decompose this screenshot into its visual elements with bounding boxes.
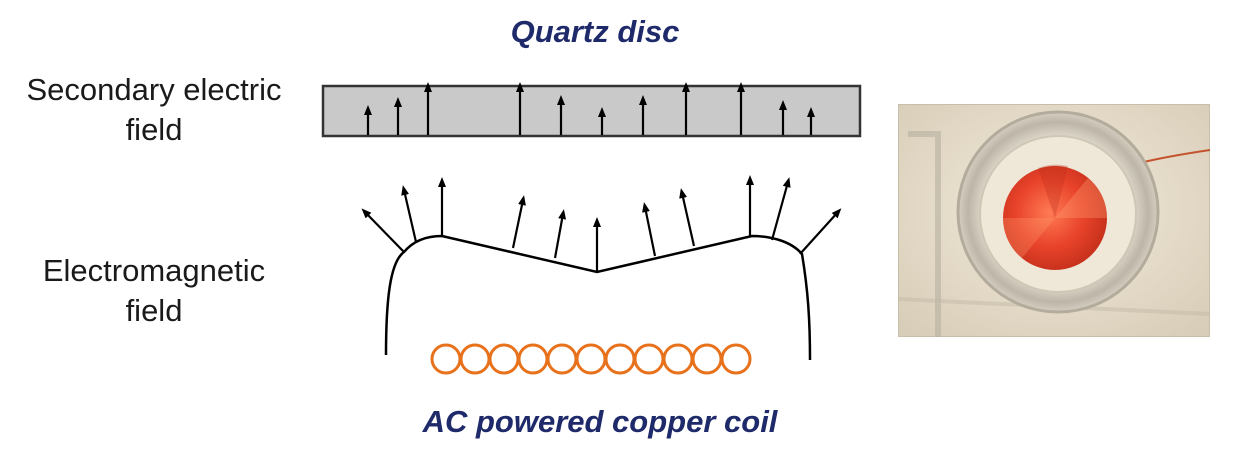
- electromagnetic-field-label: Electromagnetic field: [6, 251, 302, 331]
- em-field-line1: Electromagnetic: [42, 253, 266, 288]
- coil-loop-icon: [662, 343, 694, 375]
- coil-loop-icon: [633, 343, 665, 375]
- secondary-field-line2: field: [125, 112, 183, 147]
- coil-loop-icon: [604, 343, 636, 375]
- up-arrow-icon: [511, 195, 526, 249]
- copper-coil: [430, 343, 752, 375]
- coil-loop-icon: [430, 343, 462, 375]
- secondary-electric-field-label: Secondary electric field: [6, 70, 302, 150]
- secondary-field-line1: Secondary electric: [26, 72, 282, 107]
- coil-loop-icon: [720, 343, 752, 375]
- coil-loop-icon: [546, 343, 578, 375]
- em-field-arrows: [361, 175, 842, 272]
- up-arrow-icon: [361, 208, 405, 253]
- em-field-line2: field: [125, 293, 183, 328]
- up-arrow-icon: [401, 185, 418, 243]
- up-arrow-icon: [799, 208, 842, 255]
- coil-title: AC powered copper coil: [422, 404, 778, 439]
- coil-loop-icon: [488, 343, 520, 375]
- copper-disc: [1003, 166, 1107, 270]
- quartz-disc: [321, 84, 862, 138]
- quartz-disc-title: Quartz disc: [510, 14, 680, 49]
- quartz-disc-photo: [898, 104, 1210, 337]
- up-arrow-icon: [770, 177, 791, 241]
- coil-loop-icon: [691, 343, 723, 375]
- coil-loop-icon: [459, 343, 491, 375]
- coil-loop-icon: [575, 343, 607, 375]
- up-arrow-icon: [553, 209, 567, 259]
- coil-loop-icon: [517, 343, 549, 375]
- up-arrow-icon: [642, 202, 657, 257]
- up-arrow-icon: [679, 188, 696, 247]
- secondary-field-arrows: [364, 82, 815, 135]
